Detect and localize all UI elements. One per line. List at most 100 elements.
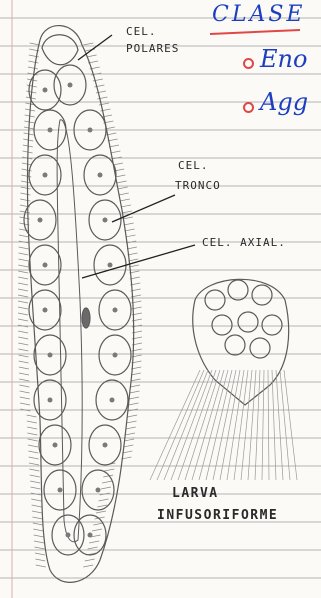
cilium [18,301,28,303]
cell-nucleus [53,443,58,448]
infusoriform-cilium [150,370,200,480]
cilium [127,247,137,249]
infusoriform-cell [228,280,248,300]
cell-nucleus [43,173,48,178]
cilium [20,397,30,399]
cell-nucleus [88,128,93,133]
cilium [130,385,140,387]
bullet-item-2: Agg [260,88,308,116]
label-cel-polares-line2: POLARES [126,41,179,57]
cilium [20,391,30,393]
cilium [128,403,138,405]
cilium [35,559,45,561]
infusoriform-cilium [280,370,290,480]
caption-line1: LARVA [172,484,219,503]
cilium [19,361,29,363]
cilium [19,247,29,249]
cell-nucleus [48,128,53,133]
cilium [97,505,107,507]
infusoriform-cilium [248,370,256,480]
cilium [126,427,136,429]
cilium [28,451,38,453]
cilium [96,511,106,513]
cilium [119,193,129,195]
cilium [92,529,102,531]
cilium [30,475,40,477]
infusoriform-cell [225,335,245,355]
bullet-dot-icon [243,58,254,69]
cilium [18,313,28,315]
cilium [19,253,29,255]
cell-nucleus [108,263,113,268]
infusoriform-cilium [213,370,236,480]
cell-nucleus [113,308,118,313]
body-cells [24,65,131,555]
cilium [20,403,30,405]
cell-nucleus [58,488,63,493]
cilium [88,547,98,549]
cilium [29,457,39,459]
cell-nucleus [48,398,53,403]
cilium [89,541,99,543]
cell-nucleus [43,263,48,268]
cilium [18,295,28,297]
cilium [29,463,39,465]
cilium [123,445,133,447]
cilium [19,367,29,369]
cell-nucleus [88,533,93,538]
page-title: CLASE [212,2,305,27]
cilium [83,565,93,567]
cilium [87,55,97,57]
cilium [27,433,37,435]
cilium [33,529,43,531]
cilium [130,379,140,381]
axial-nucleus [82,308,90,328]
cilium [110,151,120,153]
cilium [102,481,112,483]
cilium [20,193,30,195]
infusoriform-cell [262,315,282,335]
cilium [35,547,45,549]
infusoriform-cells [205,280,282,358]
cilium [127,415,137,417]
infusoriform-cell [212,315,232,335]
cilium [19,385,29,387]
cilium [115,175,125,177]
cilium [122,211,132,213]
infusoriform-cell [252,285,272,305]
infusoriform-cilium [199,370,228,480]
cilium [36,565,46,567]
cilium [30,487,40,489]
cilium [32,517,42,519]
cilium [121,205,131,207]
cilium [127,421,137,423]
cell-nucleus [103,218,108,223]
cilium [28,439,38,441]
cilium [19,235,29,237]
cilium [19,373,29,375]
cilium [28,61,38,63]
cell-nucleus [38,218,43,223]
infusoriform-cilium [241,370,252,480]
axial-cell-sketch [57,120,82,542]
cilium [18,271,28,273]
cilium [120,199,130,201]
infusoriform-cilium [164,370,208,480]
cilium [28,445,38,447]
cilium [124,439,134,441]
cilium [27,427,37,429]
infusoriform-cell [250,338,270,358]
cilium [28,67,38,69]
cilium [22,163,32,165]
cilium [125,433,135,435]
cilium [118,187,128,189]
cilium [35,553,45,555]
cilium [31,499,41,501]
cell-nucleus [113,353,118,358]
cilium [34,541,44,543]
cilium [32,511,42,513]
infusoriform-cilium [284,370,297,480]
cilium [18,289,28,291]
cilium [19,355,29,357]
